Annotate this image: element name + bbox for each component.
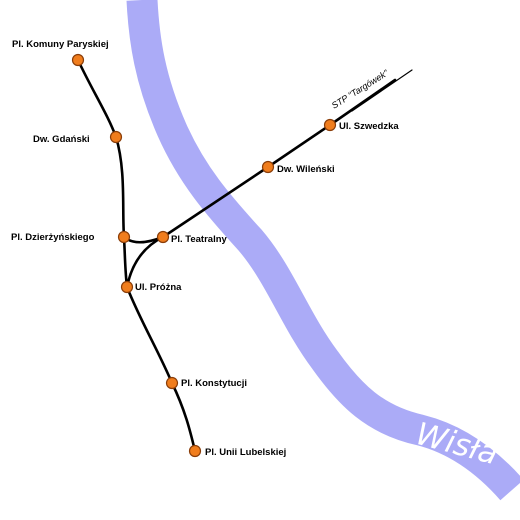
station-marker[interactable] (120, 280, 134, 294)
station-marker[interactable] (165, 376, 179, 390)
station-pl-dzierzynskiego[interactable]: Pl. Dzierżyńskiego (11, 230, 131, 244)
station-label: Ul. Szwedzka (339, 121, 399, 132)
station-marker[interactable] (188, 444, 202, 458)
station-marker[interactable] (71, 53, 85, 67)
station-label: Pl. Unii Lubelskiej (205, 447, 286, 458)
track-east-west (161, 78, 397, 239)
station-pl-unii-lubelskiej[interactable]: Pl. Unii Lubelskiej (188, 444, 287, 459)
station-label: Dw. Gdański (33, 134, 90, 145)
station-label: Dw. Wileński (277, 164, 335, 175)
station-label: Pl. Teatralny (171, 234, 228, 245)
station-pl-komuny-paryskiej[interactable]: Pl. Komuny Paryskiej (12, 39, 109, 67)
station-marker[interactable] (261, 160, 275, 174)
station-pl-konstytucji[interactable]: Pl. Konstytucji (165, 376, 247, 390)
track-connector-prozna (125, 235, 165, 289)
station-label: Pl. Dzierżyńskiego (11, 232, 95, 243)
depot-spur (351, 69, 413, 112)
station-label: Ul. Próżna (135, 282, 182, 293)
station-ul-prozna[interactable]: Ul. Próżna (120, 280, 183, 294)
river-wisla (126, 0, 520, 501)
station-label: Pl. Konstytucji (181, 378, 247, 389)
station-ul-szwedzka[interactable]: Ul. Szwedzka (323, 118, 400, 133)
station-marker[interactable] (109, 130, 123, 144)
station-label: Pl. Komuny Paryskiej (12, 39, 109, 50)
station-marker[interactable] (323, 118, 337, 132)
station-marker[interactable] (117, 230, 131, 244)
river-label: Wisła (412, 416, 502, 472)
station-marker[interactable] (156, 230, 170, 244)
station-dw-wilenski[interactable]: Dw. Wileński (261, 160, 335, 176)
station-pl-teatralny[interactable]: Pl. Teatralny (156, 230, 228, 246)
station-dw-gdanski[interactable]: Dw. Gdański (33, 130, 123, 146)
